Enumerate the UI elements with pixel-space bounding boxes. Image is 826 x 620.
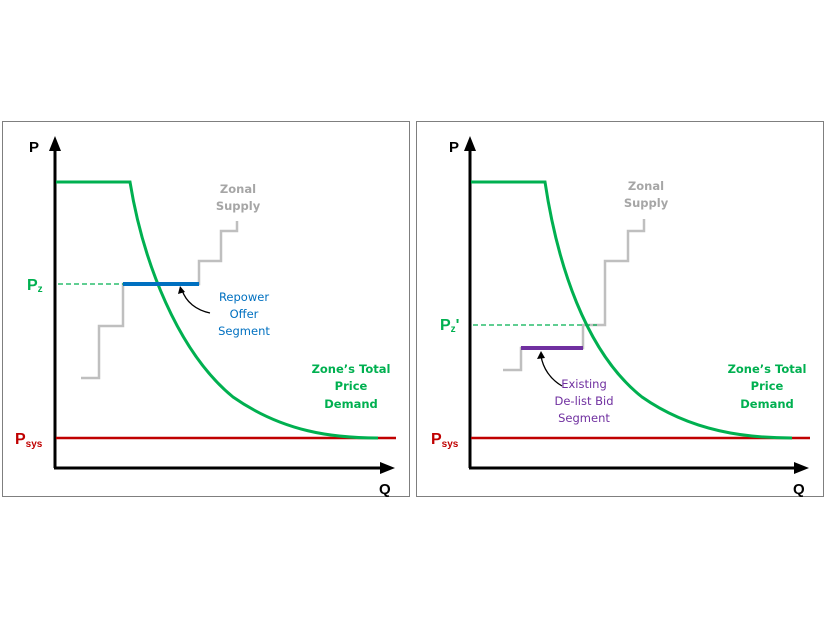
delist-label-line2: De-list Bid — [554, 394, 613, 408]
demand-label-line1: Zone’s Total — [728, 362, 807, 376]
x-axis-label: Q — [793, 481, 805, 498]
zonal-supply-curve — [503, 219, 646, 372]
x-axis-label: Q — [379, 481, 391, 498]
repower-label-line1: Repower — [219, 290, 269, 304]
zone-total-price-demand-curve — [56, 180, 379, 440]
pointer-arrowhead-icon — [537, 351, 545, 359]
zonal-supply-label-line1: Zonal — [220, 182, 256, 196]
y-axis-label: P — [29, 139, 39, 156]
demand-label-line1: Zone’s Total — [312, 362, 391, 376]
demand-label-line2: Price — [751, 379, 784, 393]
y-axis-arrow-icon — [49, 136, 61, 151]
psys-label: Psys — [15, 431, 43, 450]
demand-label-line2: Price — [335, 379, 368, 393]
axes — [49, 136, 395, 474]
psys-label: Psys — [431, 431, 459, 450]
axes — [464, 136, 809, 474]
zonal-supply-label-line2: Supply — [624, 196, 669, 210]
delist-pointer-arrow — [540, 355, 563, 387]
delist-label-line3: Segment — [558, 411, 610, 425]
y-axis-arrow-icon — [464, 136, 476, 151]
repower-label-line3: Segment — [218, 324, 270, 338]
zonal-supply-curve — [81, 221, 239, 380]
zone-total-price-demand-curve — [471, 180, 793, 440]
demand-label-line3: Demand — [324, 397, 378, 411]
y-axis-label: P — [449, 139, 459, 156]
repower-diagram-svg: P Q Pz Psys Zonal Supply Repower Offer S… — [15, 136, 396, 498]
pointer-arrowhead-icon — [178, 286, 185, 294]
pz-label: Pz — [27, 277, 43, 295]
pz-prime-label: Pz' — [440, 317, 459, 335]
zonal-supply-label-line2: Supply — [216, 199, 261, 213]
repower-pointer-arrow — [181, 289, 211, 314]
zonal-supply-label-line1: Zonal — [628, 179, 664, 193]
delist-bid-diagram-panel: P Q Pz' Psys Zonal Supply Existing De-li… — [416, 121, 824, 498]
x-axis-arrow-icon — [794, 462, 809, 474]
delist-diagram-svg: P Q Pz' Psys Zonal Supply Existing De-li… — [431, 136, 810, 498]
x-axis-arrow-icon — [380, 462, 395, 474]
repower-label-line2: Offer — [230, 307, 259, 321]
repower-offer-diagram-panel: P Q Pz Psys Zonal Supply Repower Offer S… — [2, 121, 410, 498]
delist-label-line1: Existing — [561, 377, 607, 391]
demand-label-line3: Demand — [740, 397, 794, 411]
